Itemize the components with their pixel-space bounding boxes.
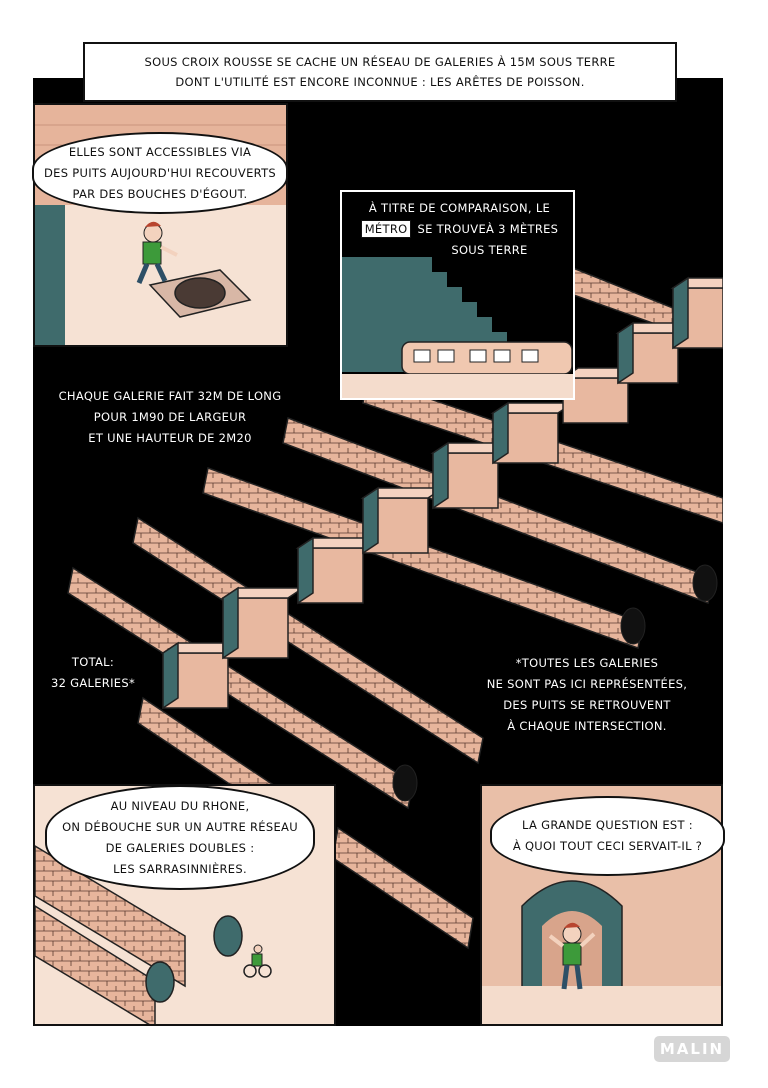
metro-line-2: MÉTRO SE TROUVEÀ 3 MÈTRES bbox=[342, 219, 573, 240]
footnote-line-2: NE SONT PAS ICI REPRÉSENTÉES, bbox=[486, 677, 688, 691]
stair-shafts bbox=[160, 276, 723, 710]
manhole-cover bbox=[174, 277, 226, 309]
question-line-2: À QUOI TOUT CECI SERVAIT-IL ? bbox=[512, 839, 703, 853]
access-line-2: DES PUITS AUJOURD'HUI RECOUVERTS bbox=[43, 165, 277, 180]
speech-bubble-access: ELLES SONT ACCESSIBLES VIA DES PUITS AUJ… bbox=[32, 132, 288, 214]
rhone-line-3: DE GALERIES DOUBLES : bbox=[105, 840, 255, 855]
speech-bubble-question: LA GRANDE QUESTION EST : À QUOI TOUT CEC… bbox=[490, 796, 725, 876]
total-caption: TOTAL: 32 GALERIES* bbox=[38, 652, 148, 694]
metro-sign: MÉTRO bbox=[360, 220, 412, 238]
metro-line-3: SOUS TERRE bbox=[451, 243, 528, 257]
rhone-line-2: ON DÉBOUCHE SUR UN AUTRE RÉSEAU bbox=[62, 819, 298, 834]
top-caption-line-1: SOUS CROIX ROUSSE SE CACHE UN RÉSEAU DE … bbox=[144, 55, 616, 69]
metro-scene bbox=[342, 257, 573, 398]
top-caption-line-2: DONT L'UTILITÉ EST ENCORE INCONNUE : LES… bbox=[175, 75, 585, 89]
dimensions-line-2: POUR 1M90 DE LARGEUR bbox=[93, 410, 247, 424]
metro-line-2-text: SE TROUVEÀ 3 MÈTRES bbox=[417, 222, 559, 236]
footnote-caption: *TOUTES LES GALERIES NE SONT PAS ICI REP… bbox=[462, 653, 712, 737]
footnote-line-3: DES PUITS SE RETROUVENT bbox=[503, 698, 671, 712]
character-questioning bbox=[548, 922, 596, 990]
question-line-1: LA GRANDE QUESTION EST : bbox=[522, 818, 693, 832]
total-line-2: 32 GALERIES* bbox=[50, 676, 136, 690]
dimensions-caption: CHAQUE GALERIE FAIT 32M DE LONG POUR 1M9… bbox=[40, 386, 300, 449]
top-caption: SOUS CROIX ROUSSE SE CACHE UN RÉSEAU DE … bbox=[83, 42, 677, 102]
metro-caption: À TITRE DE COMPARAISON, LE MÉTRO SE TROUV… bbox=[342, 198, 573, 261]
speech-bubble-rhone: AU NIVEAU DU RHONE, ON DÉBOUCHE SUR UN A… bbox=[45, 785, 315, 890]
access-line-1: ELLES SONT ACCESSIBLES VIA bbox=[68, 144, 252, 159]
rhone-line-4: LES SARRASINNIÈRES. bbox=[113, 861, 247, 876]
footnote-line-1: *TOUTES LES GALERIES bbox=[515, 656, 659, 670]
footnote-line-4: À CHAQUE INTERSECTION. bbox=[507, 719, 667, 733]
character-pointing bbox=[136, 221, 178, 284]
dimensions-line-3: ET UNE HAUTEUR DE 2M20 bbox=[88, 431, 252, 445]
rhone-scene bbox=[35, 845, 272, 1024]
rhone-line-1: AU NIVEAU DU RHONE, bbox=[110, 798, 250, 813]
access-line-3: PAR DES BOUCHES D'ÉGOUT. bbox=[72, 186, 248, 201]
artist-signature: MALIN bbox=[654, 1036, 730, 1062]
panel-metro: À TITRE DE COMPARAISON, LE MÉTRO SE TROUV… bbox=[340, 190, 575, 400]
metro-line-1: À TITRE DE COMPARAISON, LE bbox=[368, 201, 551, 215]
cyclist bbox=[243, 944, 272, 978]
dimensions-line-1: CHAQUE GALERIE FAIT 32M DE LONG bbox=[58, 389, 282, 403]
total-line-1: TOTAL: bbox=[71, 655, 115, 669]
